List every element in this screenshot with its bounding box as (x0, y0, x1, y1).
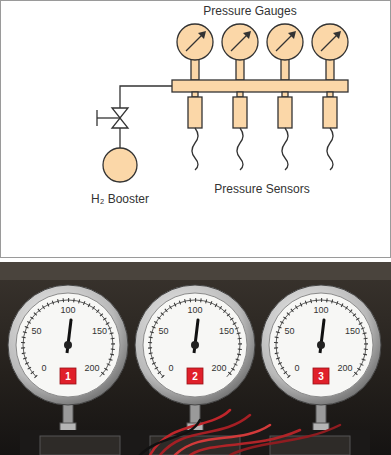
scale-number: 0 (41, 364, 46, 374)
scale-number: 100 (60, 306, 75, 316)
gauge-photo (8, 285, 381, 440)
panel-border (1, 1, 391, 258)
schematic (103, 24, 348, 182)
scale-number: 50 (32, 327, 42, 337)
gauge-tag-number: 1 (65, 371, 71, 382)
scale-number: 0 (294, 364, 299, 374)
scale-number: 200 (85, 364, 100, 374)
photo-ground (0, 262, 391, 455)
component-label: H₂ Booster (91, 193, 149, 206)
component-label: Pressure Gauges (203, 5, 296, 18)
scale-number: 200 (338, 364, 353, 374)
component-label: Pressure Sensors (214, 183, 309, 196)
scale-number: 100 (313, 306, 328, 316)
scale-number: 50 (159, 327, 169, 337)
scale-number: 150 (92, 327, 107, 337)
scale-number: 150 (219, 327, 234, 337)
scale-number: 50 (285, 327, 295, 337)
scale-number: 100 (187, 306, 202, 316)
gauge-tag-number: 3 (318, 371, 324, 382)
scale-number: 150 (345, 327, 360, 337)
gauge-tag-number: 2 (192, 371, 198, 382)
scale-number: 0 (168, 364, 173, 374)
scale-number: 200 (212, 364, 227, 374)
